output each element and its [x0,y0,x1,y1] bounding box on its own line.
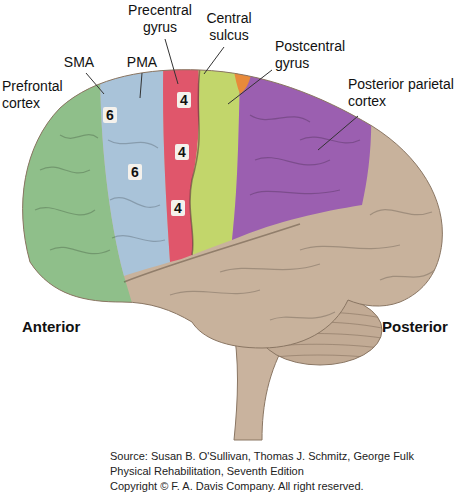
central-sulcus-line [190,66,200,255]
region-label-slot: PMA [121,53,163,71]
direction-label: Posterior [382,318,448,335]
parietal-region [232,0,371,240]
region-label: Postcentral gyrus [275,38,359,72]
direction-label-slot: Posterior [382,318,456,336]
source-note: Source: Susan B. O'Sullivan, Thomas J. S… [110,449,414,463]
direction-label-slot: Anterior [22,318,112,336]
region-label-slot: Prefrontal cortex [2,78,80,112]
direction-label: Anterior [22,318,80,335]
region-label-slot: SMA [58,53,100,71]
leader-line [140,73,142,98]
region-label: PMA [127,54,157,71]
region-label: Posterior parietal cortex [348,76,456,110]
area-number-slot: 6 [125,163,145,181]
region-label-slot: Central sulcus [190,10,268,44]
gyri-texture [35,115,435,320]
lateral-fissure-line [124,224,300,282]
region-label: Prefrontal cortex [2,78,80,112]
leader-line [165,39,178,84]
leader-line [228,70,272,104]
area-number-slot: 6 [100,106,120,124]
source-note: Physical Rehabilitation, Seventh Edition [110,464,304,478]
area-number-slot: 4 [172,143,192,161]
region-label: SMA [64,54,94,71]
leader-line [86,73,104,94]
source-note-slot: Copyright © F. A. Davis Company. All rig… [110,476,456,494]
source-note-slot: Source: Susan B. O'Sullivan, Thomas J. S… [110,446,456,464]
region-label: Precentral gyrus [118,2,202,36]
area-number: 4 [171,200,185,216]
area-number: 6 [103,107,117,123]
area-number-slot: 4 [174,91,194,109]
source-note-slot: Physical Rehabilitation, Seventh Edition [110,461,456,479]
premotor-region [100,0,170,276]
region-label: Central sulcus [190,10,268,44]
region-label-slot: Postcentral gyrus [275,38,359,72]
area-number: 4 [177,92,191,108]
leader-line [204,47,224,74]
area-number: 4 [175,144,189,160]
leader-line [318,116,358,150]
region-label-slot: Posterior parietal cortex [348,76,456,110]
area-number: 6 [128,164,142,180]
region-label-slot: Precentral gyrus [118,2,202,36]
source-note: Copyright © F. A. Davis Company. All rig… [110,479,364,493]
orange-patch [232,60,252,94]
leader-lines [86,39,358,150]
cerebrum-outline [23,70,443,348]
area-number-slot: 4 [168,199,188,217]
